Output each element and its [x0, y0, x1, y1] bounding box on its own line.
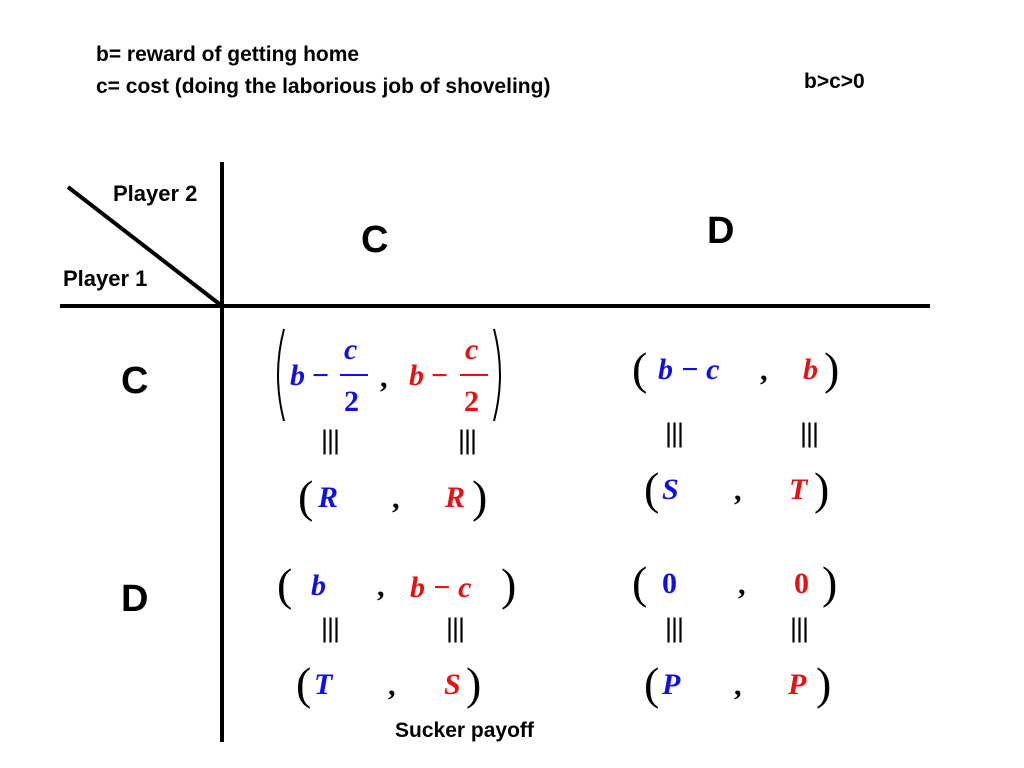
dd-sym-p2: P	[788, 668, 807, 701]
cd-sym-p2: T	[789, 473, 808, 506]
row-strategy-d: D	[121, 578, 149, 620]
vertical-axis-line	[220, 162, 224, 742]
cd-sym-separator: ,	[734, 474, 742, 507]
cell-dd-payoff: ( 0 , 0 )	[632, 560, 852, 610]
cost-definition: c= cost (doing the laborious job of shov…	[96, 75, 551, 98]
dd-p1-identity: |||	[665, 613, 684, 643]
cc-p2-base: b	[409, 359, 424, 392]
cc-symbolic-payoff: ( R , R )	[298, 474, 498, 524]
dc-sym-p2: S	[444, 668, 461, 701]
cc-sym-p2: R	[445, 481, 466, 514]
dd-sym-separator: ,	[734, 669, 742, 702]
cd-p1-identity: |||	[665, 418, 684, 448]
dc-p2-identity: |||	[446, 613, 465, 643]
cd-symbolic-payoff: ( S , T )	[644, 466, 844, 516]
cc-separator: ,	[380, 361, 388, 394]
cell-cd-payoff: ( b − c , b )	[632, 346, 852, 396]
cc-p1-base: b	[290, 359, 305, 392]
cc-p1-identity: |||	[321, 425, 340, 455]
dd-p2-payoff: 0	[794, 567, 809, 600]
dc-p1-identity: |||	[321, 613, 340, 643]
right-paren-icon: )	[466, 658, 482, 709]
player2-label: Player 2	[113, 181, 198, 206]
cc-sym-separator: ,	[392, 482, 400, 515]
dc-sym-p1: T	[314, 668, 333, 701]
dc-p2-payoff: b − c	[410, 571, 472, 604]
cc-p1-fraction-bar	[340, 374, 368, 376]
dd-separator: ,	[738, 568, 746, 601]
reward-definition: b= reward of getting home	[96, 43, 360, 66]
dc-symbolic-payoff: ( T , S )	[296, 661, 496, 711]
sucker-payoff-label: Sucker payoff	[395, 719, 534, 742]
dd-p1-payoff: 0	[662, 567, 677, 600]
cc-p2-fraction-bar	[460, 374, 488, 376]
cd-separator: ,	[760, 354, 768, 387]
right-paren-icon: )	[824, 343, 840, 394]
row-strategy-c: C	[121, 360, 149, 402]
left-bracket-icon	[277, 328, 285, 422]
cd-sym-p1: S	[662, 473, 679, 506]
player1-label: Player 1	[63, 266, 148, 291]
cc-p2-half-num: c	[465, 333, 479, 366]
left-paren-icon: (	[277, 559, 293, 610]
parameter-condition: b>c>0	[804, 70, 865, 93]
col-strategy-d: D	[707, 210, 735, 252]
right-paren-icon: )	[814, 463, 830, 514]
cc-sym-p1: R	[318, 481, 339, 514]
right-paren-icon: )	[472, 471, 488, 522]
cc-p1-minus: −	[312, 359, 330, 392]
cc-p1-half-den: 2	[344, 385, 359, 418]
dc-separator: ,	[377, 570, 385, 603]
cc-p2-identity: |||	[458, 425, 477, 455]
dd-sym-p1: P	[662, 668, 681, 701]
cell-cc-payoff: b − c 2 , b − c 2	[268, 325, 508, 425]
dd-symbolic-payoff: ( P , P )	[644, 661, 844, 711]
cd-p1-payoff: b − c	[658, 353, 720, 386]
cd-p2-payoff: b	[803, 353, 818, 386]
cc-p2-minus: −	[431, 359, 449, 392]
right-paren-icon: )	[501, 559, 517, 610]
right-bracket-icon	[493, 328, 501, 422]
left-paren-icon: (	[296, 658, 312, 709]
dc-sym-separator: ,	[388, 669, 396, 702]
horizontal-axis-line	[60, 304, 930, 308]
left-paren-icon: (	[644, 658, 660, 709]
left-paren-icon: (	[298, 471, 314, 522]
left-paren-icon: (	[644, 463, 660, 514]
col-strategy-c: C	[361, 219, 389, 261]
cd-p2-identity: |||	[800, 418, 819, 448]
left-paren-icon: (	[632, 557, 648, 608]
dc-p1-payoff: b	[311, 569, 326, 602]
left-paren-icon: (	[632, 343, 648, 394]
cc-p1-half-num: c	[344, 333, 358, 366]
cc-p2-half-den: 2	[464, 385, 479, 418]
right-paren-icon: )	[822, 557, 838, 608]
cell-dc-payoff: ( b , b − c )	[277, 562, 527, 612]
dd-p2-identity: |||	[790, 613, 809, 643]
right-paren-icon: )	[816, 658, 832, 709]
